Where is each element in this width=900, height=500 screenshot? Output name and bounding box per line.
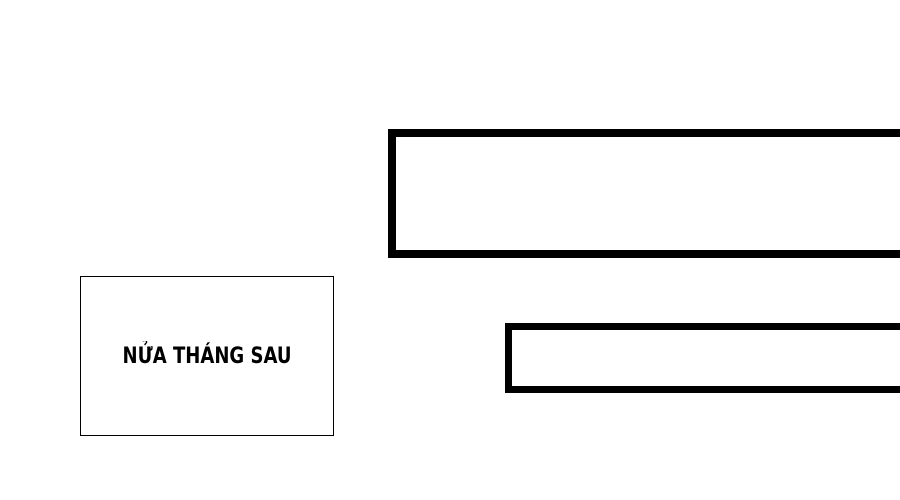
comic-panel-top bbox=[388, 129, 900, 258]
caption-box: NỬA THÁNG SAU bbox=[80, 276, 334, 436]
caption-text: NỬA THÁNG SAU bbox=[122, 343, 292, 369]
comic-panel-bottom bbox=[505, 323, 900, 393]
